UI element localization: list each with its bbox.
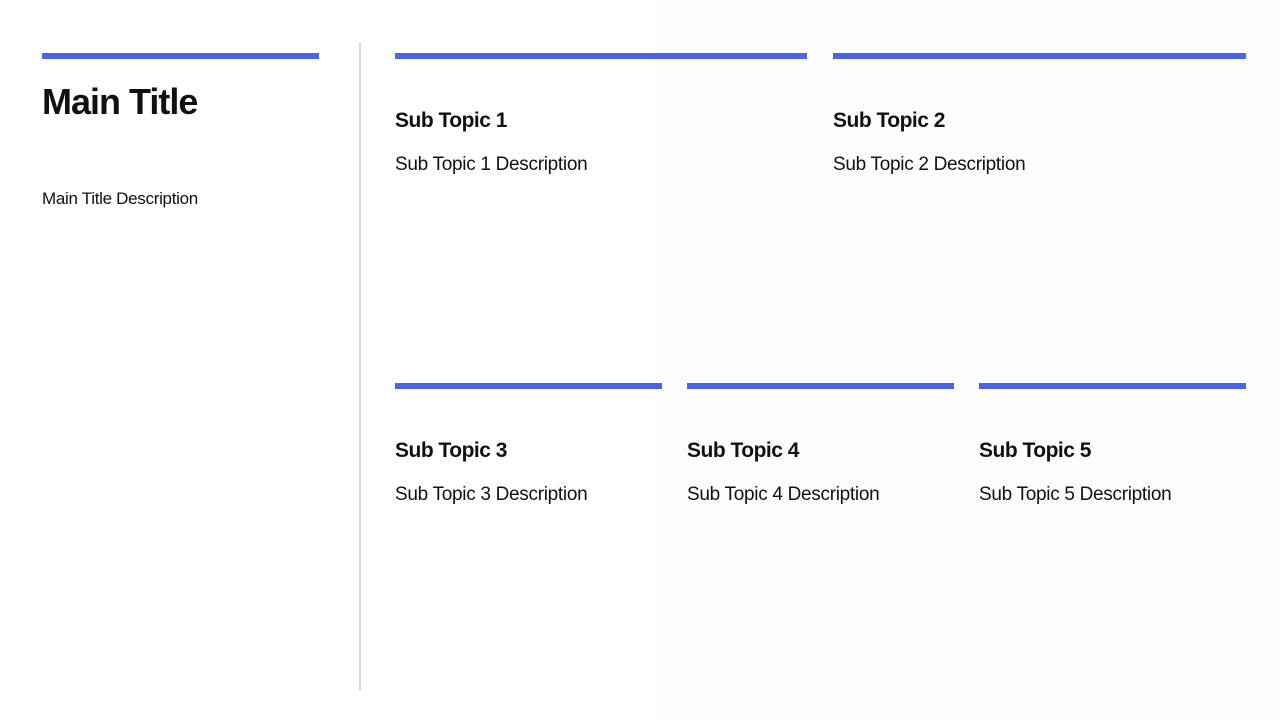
sub-topic-card-2: Sub Topic 2 Sub Topic 2 Description — [833, 53, 1246, 177]
sub-topic-4-description: Sub Topic 4 Description — [687, 484, 880, 506]
sub-topic-2-accent-bar — [833, 53, 1246, 59]
main-title-section: Main Title Main Title Description — [42, 53, 319, 210]
sub-topic-4-title: Sub Topic 4 — [687, 439, 799, 462]
sub-topic-3-accent-bar — [395, 383, 662, 389]
sub-topic-2-description: Sub Topic 2 Description — [833, 154, 1026, 176]
sub-topic-1-title: Sub Topic 1 — [395, 109, 507, 132]
sub-topic-5-accent-bar — [979, 383, 1246, 389]
sub-topic-5-title: Sub Topic 5 — [979, 439, 1091, 462]
vertical-divider — [359, 43, 361, 691]
sub-topic-5-description: Sub Topic 5 Description — [979, 484, 1172, 506]
sub-topic-4-accent-bar — [687, 383, 954, 389]
sub-topic-2-title: Sub Topic 2 — [833, 109, 945, 132]
sub-topic-card-5: Sub Topic 5 Sub Topic 5 Description — [979, 383, 1246, 507]
sub-topic-3-description: Sub Topic 3 Description — [395, 484, 588, 506]
main-title: Main Title — [42, 81, 198, 122]
sub-topic-3-title: Sub Topic 3 — [395, 439, 507, 462]
main-title-description: Main Title Description — [42, 189, 198, 209]
sub-topic-1-description: Sub Topic 1 Description — [395, 154, 588, 176]
sub-topic-card-1: Sub Topic 1 Sub Topic 1 Description — [395, 53, 807, 177]
sub-topic-card-4: Sub Topic 4 Sub Topic 4 Description — [687, 383, 954, 507]
sub-topic-card-3: Sub Topic 3 Sub Topic 3 Description — [395, 383, 662, 507]
right-background-tint — [655, 0, 1280, 720]
main-accent-bar — [42, 53, 319, 59]
sub-topic-1-accent-bar — [395, 53, 807, 59]
